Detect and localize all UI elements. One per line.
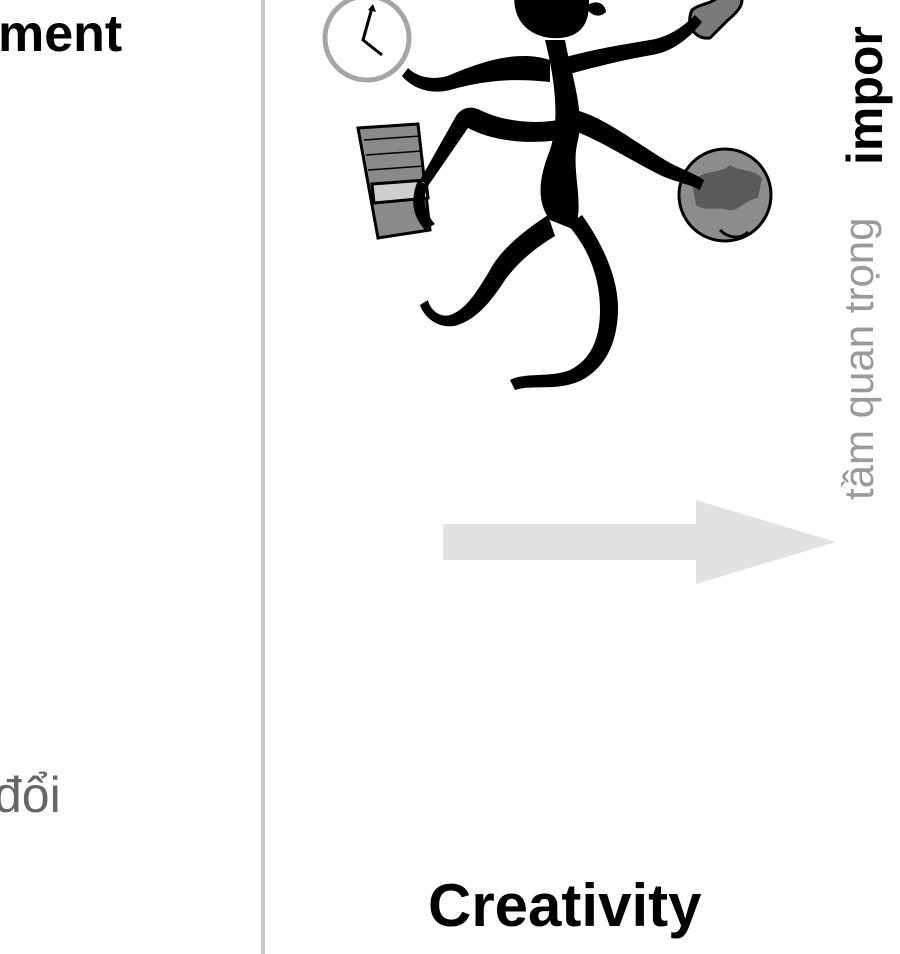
- vertical-label-english: impor: [837, 26, 893, 165]
- silhouette-figure: [402, 0, 704, 390]
- right-arrow-icon: [443, 500, 836, 584]
- clock-icon: [322, 0, 412, 83]
- vertical-label-vietnamese: tầm quan trọng: [835, 217, 882, 500]
- column-divider: [261, 0, 265, 954]
- left-heading: ment: [0, 5, 123, 63]
- money-stack-icon: [356, 122, 432, 240]
- creativity-caption: Creativity: [428, 872, 702, 939]
- multitasking-figure-illustration: [322, 0, 773, 390]
- globe-icon: [677, 147, 773, 243]
- left-subtext: đổi: [0, 767, 61, 823]
